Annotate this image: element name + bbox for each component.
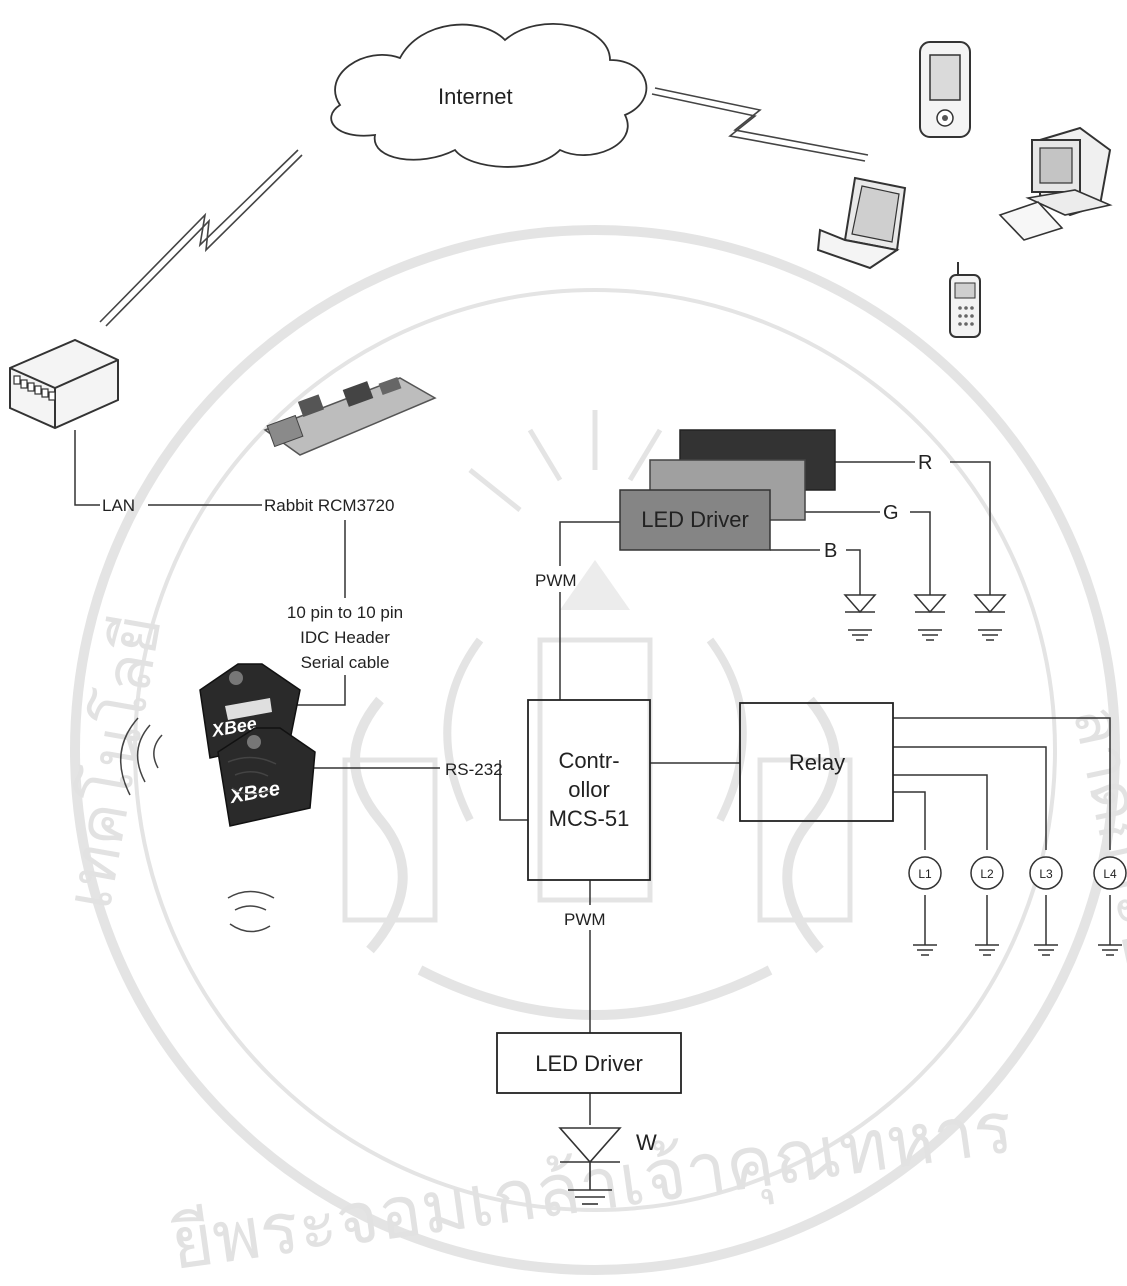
watermark-bottom-text: ยีพระจอมเกล้าเจ้าคุณทหาร bbox=[165, 1085, 1018, 1286]
g-label: G bbox=[883, 502, 899, 524]
rs232-label: RS-232 bbox=[445, 760, 503, 779]
cable-label-line1: 10 pin to 10 pin bbox=[287, 603, 403, 622]
rabbit-label: Rabbit RCM3720 bbox=[264, 496, 394, 515]
controller-label-line2: ollor bbox=[568, 777, 610, 802]
lamp-label-3: L3 bbox=[1039, 867, 1053, 881]
desktop-computer-icon bbox=[1000, 128, 1110, 240]
controller-label-line3: MCS-51 bbox=[549, 806, 630, 831]
lamp-label-1: L1 bbox=[918, 867, 932, 881]
led-diode-icon bbox=[845, 595, 1005, 612]
xbee-module-icon bbox=[218, 728, 315, 826]
pwm-top-label: PWM bbox=[535, 571, 577, 590]
led-driver-top-label: LED Driver bbox=[641, 507, 749, 532]
mobile-phone-icon bbox=[950, 262, 980, 337]
pda-icon bbox=[920, 42, 970, 137]
internet-label: Internet bbox=[438, 84, 513, 109]
led-driver-bottom-label: LED Driver bbox=[535, 1051, 643, 1076]
lan-label: LAN bbox=[102, 496, 135, 515]
w-label: W bbox=[636, 1130, 657, 1155]
b-label: B bbox=[824, 540, 837, 562]
cable-label-line2: IDC Header bbox=[300, 628, 390, 647]
cable-label-line3: Serial cable bbox=[301, 653, 390, 672]
relay-label: Relay bbox=[789, 750, 845, 775]
network-switch-icon bbox=[10, 340, 118, 428]
controller-label-line1: Contr- bbox=[558, 748, 619, 773]
ground-icon bbox=[913, 945, 1122, 955]
laptop-icon bbox=[818, 178, 905, 268]
r-label: R bbox=[918, 452, 932, 474]
rabbit-module-icon bbox=[265, 377, 435, 455]
pwm-bottom-label: PWM bbox=[564, 910, 606, 929]
lamp-label-4: L4 bbox=[1103, 867, 1117, 881]
led-driver-top-stack bbox=[620, 430, 835, 550]
lamp-label-2: L2 bbox=[980, 867, 994, 881]
